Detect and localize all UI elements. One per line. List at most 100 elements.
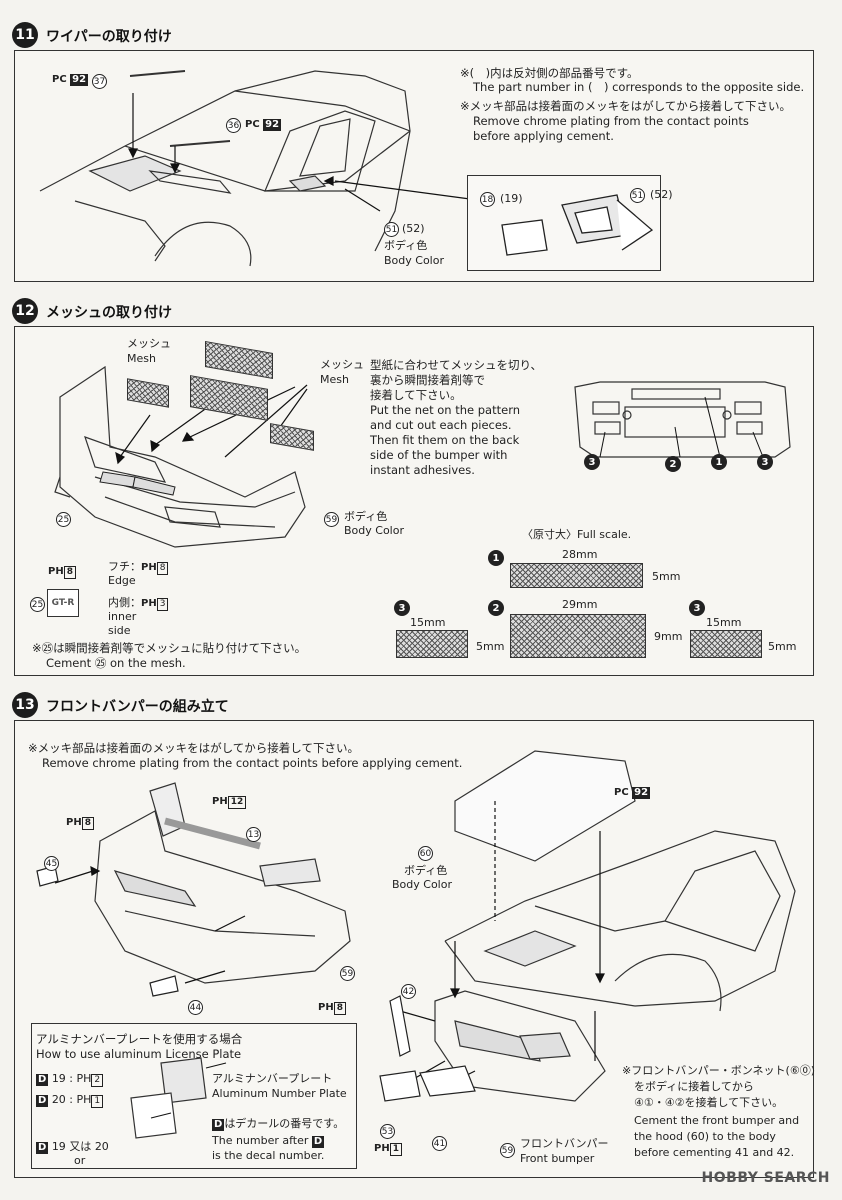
pattern-marker-3-left: 3 (584, 454, 600, 470)
step-11-title: ワイパーの取り付け (46, 29, 172, 45)
body-color-jp-12: ボディ色 (344, 510, 388, 523)
step-13-title: フロントバンパーの組み立て (46, 699, 229, 715)
mesh-instr-jp-1: 型紙に合わせてメッシュを切り、 (370, 358, 543, 372)
cement-25-note-jp: ※㉕は瞬間接着剤等でメッシュに貼り付けて下さい。 (32, 641, 307, 655)
body-color-en-13: Body Color (392, 878, 452, 891)
pc-92-label-36: PC 92 (245, 119, 282, 131)
part-25-emblem-callout: 25 (30, 597, 45, 612)
pc-92-label-37: PC 92 (52, 74, 89, 86)
pattern-2-marker: 2 (488, 600, 504, 616)
part-59-callout-12: 59 (324, 512, 339, 527)
front-bumper-en: Front bumper (520, 1152, 595, 1165)
car-roof-wiper-illustration (39, 70, 471, 267)
part-37-callout: 37 (92, 74, 107, 89)
part-52-mirror-label: (52) (650, 188, 673, 201)
mesh-instr-en-5: instant adhesives. (370, 463, 475, 477)
full-scale-label: 〈原寸大〉Full scale. (522, 528, 632, 541)
mirror-parts-illustration (501, 194, 654, 256)
aluminum-title-jp: アルミナンバープレートを使用する場合 (36, 1032, 243, 1046)
or-en: or (74, 1154, 86, 1167)
final-note-jp-2: をボディに接着してから (634, 1080, 754, 1093)
pattern-3-marker-left: 3 (394, 600, 410, 616)
dim-5mm-right: 5mm (768, 640, 797, 653)
pattern-marker-3-right: 3 (757, 454, 773, 470)
dim-15mm-right: 15mm (706, 616, 742, 629)
final-note-en-1: Cement the front bumper and (634, 1114, 800, 1127)
pattern-marker-1: 1 (711, 454, 727, 470)
aluminum-plate-jp: アルミナンバープレート (212, 1072, 333, 1085)
front-bumper-jp: フロントバンパー (520, 1137, 609, 1150)
mesh-pattern-1 (510, 563, 643, 588)
pattern-1-marker: 1 (488, 550, 504, 566)
step-11-number: 11 (12, 22, 38, 48)
chrome-note-jp: ※メッキ部品は接着面のメッキをはがしてから接着して下さい。 (460, 99, 791, 113)
final-note-en-3: before cementing 41 and 42. (634, 1146, 795, 1159)
decal-number-note-en-1: The number after D (212, 1134, 325, 1148)
decal-number-note-en-2: is the decal number. (212, 1149, 325, 1162)
aluminum-plate-illustration (130, 1057, 227, 1139)
pattern-marker-2: 2 (665, 456, 681, 472)
mesh-instr-jp-2: 裏から瞬間接着剤等で (370, 373, 485, 387)
part-25-callout: 25 (56, 512, 71, 527)
dim-5mm-p1: 5mm (652, 570, 681, 583)
opposite-side-note-en: The part number in ( ) corresponds to th… (473, 80, 805, 94)
aluminum-title-en: How to use aluminum License Plate (36, 1047, 242, 1061)
part-18-callout: 18 (480, 192, 495, 207)
chrome-note-13-en: Remove chrome plating from the contact p… (42, 756, 463, 770)
part-60-callout: 60 (418, 846, 433, 861)
step-13-number: 13 (12, 692, 38, 718)
dim-28mm: 28mm (562, 548, 598, 561)
edge-label-en: Edge (108, 574, 136, 587)
chrome-note-en-2: before applying cement. (473, 129, 614, 143)
step-11-panel (14, 50, 814, 282)
part-51-callout: 51 (384, 222, 399, 237)
inner-label-en-1: inner (108, 610, 137, 623)
mesh-instr-en-4: side of the bumper with (370, 448, 508, 462)
part-59-callout-13: 59 (340, 966, 355, 981)
part-45-callout: 45 (44, 856, 59, 871)
mesh-label-en-left: Mesh (127, 352, 156, 365)
part-52-label: (52) (402, 222, 425, 235)
hood-car-illustration (36, 750, 796, 1102)
mesh-label-jp-right: メッシュ (320, 358, 364, 371)
inner-label-en-2: side (108, 624, 131, 637)
mesh-instr-en-2: and cut out each pieces. (370, 418, 512, 432)
part-41-callout: 41 (432, 1136, 447, 1151)
opposite-side-note-jp: ※( )内は反対側の部品番号です。 (460, 66, 639, 80)
mesh-label-jp-left: メッシュ (127, 337, 171, 350)
step-13-panel (14, 720, 814, 1178)
part-53-callout: 53 (380, 1124, 395, 1139)
part-19-label: (19) (500, 192, 523, 205)
part-59-front-bumper-callout: 59 (500, 1143, 515, 1158)
mesh-pattern-3-right (690, 630, 762, 658)
cement-25-note-en: Cement ㉕ on the mesh. (46, 656, 186, 670)
pc-92-label-13: PC 92 (614, 787, 651, 799)
mesh-label-en-right: Mesh (320, 373, 349, 386)
chrome-note-en-1: Remove chrome plating from the contact p… (473, 114, 749, 128)
body-color-jp-13: ボディ色 (404, 864, 448, 877)
gtr-emblem-icon: GT-R (47, 589, 79, 617)
body-color-jp-11: ボディ色 (384, 239, 428, 252)
step-12-panel: GT-R (14, 326, 814, 676)
aluminum-plate-en: Aluminum Number Plate (212, 1087, 347, 1100)
pattern-3-marker-right: 3 (689, 600, 705, 616)
mesh-instr-en-3: Then fit them on the back (370, 433, 520, 447)
dim-9mm: 9mm (654, 630, 683, 643)
final-note-jp-3: ④①・④②を接着して下さい。 (634, 1096, 784, 1109)
part-36-callout: 36 (226, 118, 241, 133)
part-42-callout: 42 (401, 984, 416, 999)
dim-5mm-left: 5mm (476, 640, 505, 653)
mesh-instr-en-1: Put the net on the pattern (370, 403, 521, 417)
decal-19-or-20: D 19 又は 20 (36, 1140, 109, 1154)
dim-29mm: 29mm (562, 598, 598, 611)
body-color-en-12: Body Color (344, 524, 404, 537)
mesh-pattern-3-left (396, 630, 468, 658)
